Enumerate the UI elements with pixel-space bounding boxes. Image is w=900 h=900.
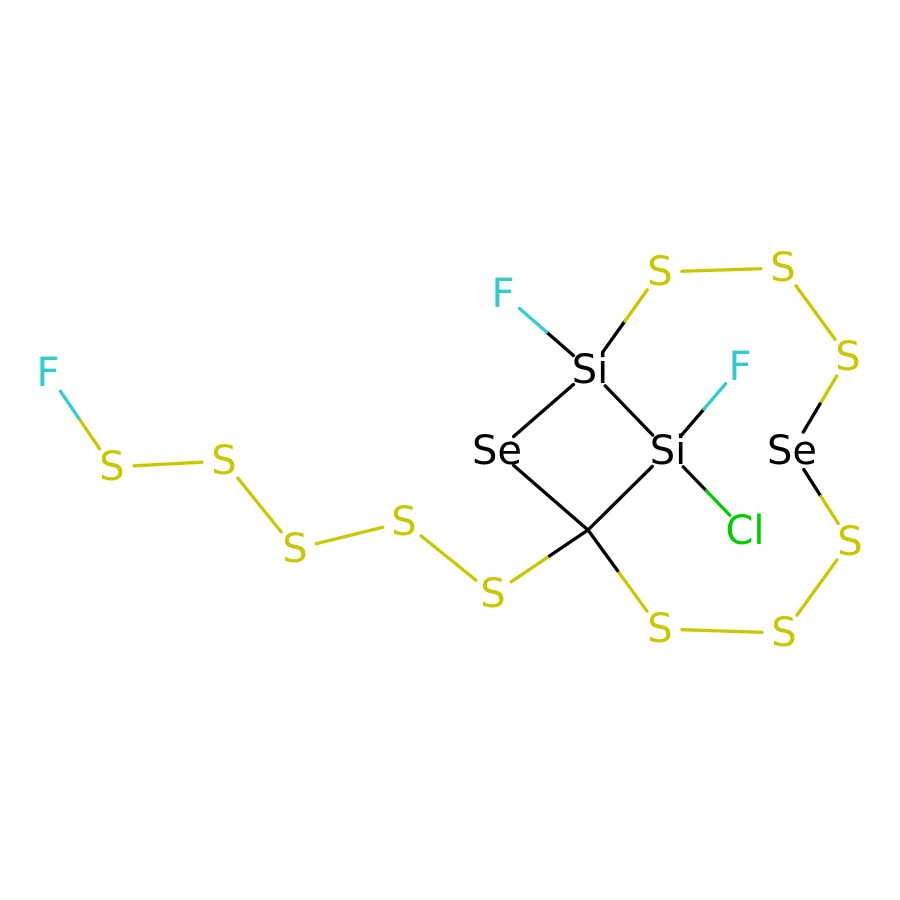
atom-label-s5: S [480,571,505,617]
bond-s8-se2-half-1 [818,374,839,406]
atom-label-f1: F [36,350,59,396]
atom-label-se1: Se [472,428,522,474]
atom-label-s6: S [647,249,672,295]
atom-label-s9: S [837,519,862,565]
bond-si1-f2-half-1 [544,330,576,358]
bond-s4-s5-half-2 [446,556,478,582]
bond-s9-s10-half-2 [795,585,819,617]
bond-si2-c1-half-1 [618,464,654,500]
bond-si2-cl1-half-2 [704,489,732,517]
bond-s6-s7-half-2 [719,267,763,272]
bond-s7-s8-half-2 [813,310,837,341]
bond-layer [58,267,840,634]
atom-label-s10: S [771,610,796,656]
bond-s5-c1-half-2 [547,528,590,558]
bond-si1-s6-half-2 [623,288,649,323]
atom-label-s11: S [647,606,672,652]
bond-si1-f2-half-2 [517,306,549,334]
bond-s7-s8-half-1 [794,284,818,315]
bond-si2-cl1-half-1 [681,465,709,493]
atom-label-f2: F [491,271,514,317]
bond-s10-s11-half-1 [720,629,764,634]
bond-se1-si1-half-2 [541,382,576,413]
bond-c1-se1-half-1 [549,496,590,532]
atom-label-si1: Si [572,347,609,393]
bond-si1-s6-half-1 [601,319,627,354]
bond-se2-s9-half-2 [819,494,840,526]
bond-s5-c1-half-1 [509,554,552,584]
bond-f1-s1-half-1 [58,389,82,422]
bond-se2-s9-half-1 [802,467,823,499]
bond-si2-c1-half-2 [586,496,622,532]
atom-label-s7: S [770,245,795,291]
bond-s6-s7-half-1 [680,268,724,273]
atom-label-s3: S [282,526,307,572]
atom-label-f3: F [728,344,751,390]
bond-s2-s3-half-2 [257,503,283,534]
bond-si2-f3-half-2 [702,382,728,411]
bond-se1-si1-half-1 [511,408,546,439]
bond-s1-s2-half-1 [132,462,170,468]
atom-label-si2: Si [650,428,687,474]
bond-s8-se2-half-2 [801,402,822,434]
bond-s11-c1-half-2 [586,528,620,573]
bond-s4-s5-half-1 [419,534,451,560]
bond-si1-si2-half-2 [627,408,655,437]
atom-label-s8: S [835,334,860,380]
atom-label-cl1: Cl [725,508,764,554]
bond-s2-s3-half-1 [236,476,262,507]
bond-s1-s2-half-2 [166,460,204,466]
bond-s3-s4-half-1 [314,533,352,546]
bond-si2-f3-half-1 [680,407,706,436]
bond-si1-si2-half-1 [603,384,631,413]
bond-c1-se1-half-2 [511,463,553,500]
atom-label-s4: S [391,499,416,545]
bond-s3-s4-half-2 [347,525,385,538]
bond-f1-s1-half-2 [78,418,102,451]
atom-label-s1: S [99,444,124,490]
bond-s11-c1-half-1 [615,568,649,613]
bond-s10-s11-half-2 [680,628,724,633]
atom-label-se2: Se [767,428,817,474]
bond-s9-s10-half-1 [815,558,839,590]
atom-label-s2: S [211,438,236,484]
